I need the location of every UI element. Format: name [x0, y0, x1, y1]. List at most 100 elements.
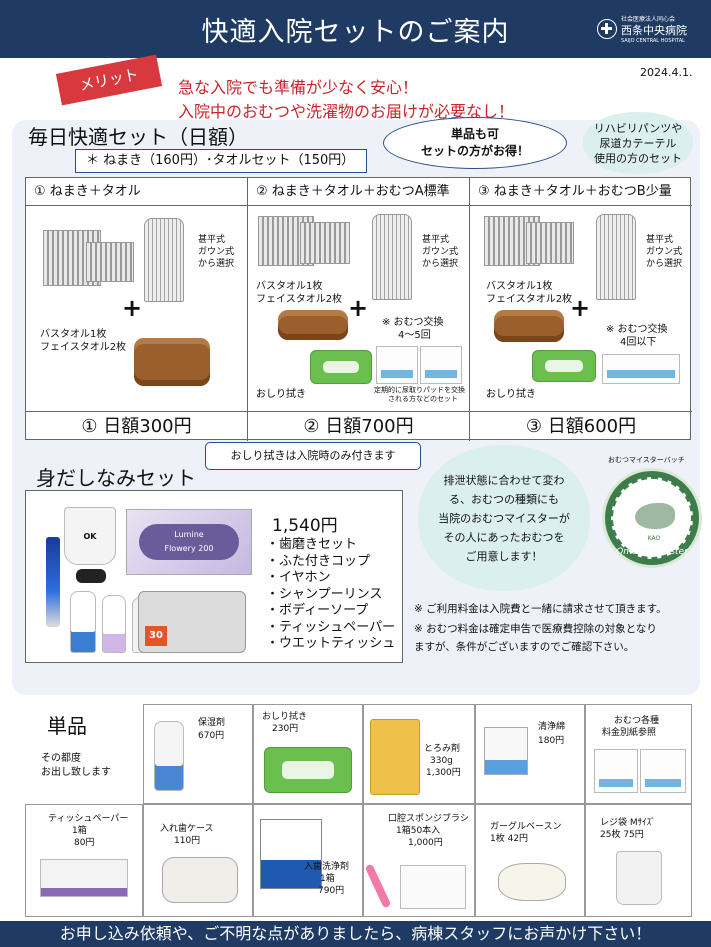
- gown-image: [372, 214, 412, 300]
- gown-label-2: ガウン式: [422, 247, 459, 257]
- item-price-2: 1,000円: [408, 838, 443, 848]
- item-price: 1箱: [320, 874, 335, 884]
- body-soap-image: [102, 595, 126, 653]
- denture-cleaner-image: [260, 819, 322, 889]
- pajama-pants-image: [526, 222, 574, 264]
- item-price: 25枚 75円: [600, 830, 644, 840]
- item-price-2: 790円: [318, 886, 345, 896]
- diaper-label-1: ※ おむつ交換: [382, 317, 444, 328]
- meister-cloud: 排泄状態に合わせて変わ る、おむつの種類にも 当院のおむつマイスターが その人に…: [418, 445, 590, 591]
- basin-image: [498, 863, 566, 901]
- diaper-pack-image: [376, 346, 418, 384]
- merit-line-1: 急な入院でも準備が少なく安心！: [178, 78, 419, 97]
- grooming-price: 1,540円: [272, 516, 338, 536]
- plan-2-price: ② 日額700円: [248, 411, 469, 441]
- item-price-2: 80円: [74, 838, 95, 848]
- plan-2-header: ② ねまき＋タオル＋おむつA標準: [248, 178, 469, 206]
- meister-badge: KAO Omutsu Meister: [602, 468, 702, 568]
- sponge-box-image: [400, 865, 466, 909]
- list-item: ・ボディーソープ: [266, 603, 369, 618]
- towel-image: [278, 310, 348, 340]
- page-title: 快適入院セットのご案内: [201, 17, 510, 48]
- diaper-label-2: 4回以下: [620, 337, 657, 348]
- list-item: ・シャンプーリンス: [266, 586, 383, 602]
- item-price: 180円: [538, 736, 565, 746]
- list-item: ・ティッシュペーパー: [266, 619, 396, 635]
- meister-line: その人にあったおむつを: [443, 531, 565, 544]
- meister-line: る、おむつの種類にも: [449, 493, 559, 506]
- towel-label-1: バスタオル1枚: [40, 329, 107, 340]
- gown-label-1: 甚平式: [198, 235, 226, 245]
- diaper-pack-image: [640, 749, 686, 793]
- towel-image: [494, 310, 564, 342]
- item-cotton: 清浄綿 180円: [475, 704, 585, 804]
- meister-line: 当院のおむつマイスターが: [438, 512, 570, 525]
- grooming-title: 身だしなみセット: [36, 466, 196, 490]
- gown-image: [596, 214, 636, 300]
- single-sub-2: お出し致します: [41, 767, 111, 778]
- plus-sign: +: [348, 294, 369, 322]
- item-name: レジ袋 Mｻｲｽﾞ: [600, 818, 656, 828]
- item-plastic-bag: レジ袋 Mｻｲｽﾞ 25枚 75円: [585, 804, 692, 917]
- tissue-brand: Lumine: [174, 530, 204, 539]
- plan-2: ② ねまき＋タオル＋おむつA標準 甚平式 ガウン式 から選択 バスタオル1枚 フ…: [248, 178, 470, 441]
- plus-sign: +: [570, 294, 591, 322]
- meister-line: 排泄状態に合わせて変わ: [443, 474, 565, 487]
- footer-banner: お申し込み依頼や、ご不明な点がありましたら、病棟スタッフにお声かけ下さい！: [0, 921, 711, 947]
- item-price: 料金別紙参照: [602, 728, 657, 738]
- cloud-line-3: 使用の方のセット: [594, 152, 682, 165]
- wipes-image: [264, 747, 352, 793]
- wet-tissue-image: 30: [138, 591, 246, 653]
- bubble-line-2: セットの方がお得！: [420, 144, 529, 158]
- merit-badge: メリット: [55, 54, 163, 106]
- badge-text: Omutsu Meister: [616, 547, 688, 557]
- meister-badge-label: おむつマイスターバッチ: [608, 456, 685, 464]
- gown-label-3: から選択: [422, 259, 459, 269]
- diaper-pack-image: [420, 346, 462, 384]
- diaper-note-1: 定期的に尿取りパッドを交換: [374, 386, 465, 394]
- badge-inner: KAO: [611, 477, 693, 559]
- rehab-cloud: リハビリパンツや 尿道カテーテル 使用の方のセット: [583, 112, 693, 174]
- item-moisturizer: 保湿剤 670円: [143, 704, 253, 804]
- towel-label-2: フェイスタオル2枚: [256, 294, 343, 305]
- grooming-list: ・歯磨きセット ・ふた付きコップ ・イヤホン ・シャンプーリンス ・ボディーソー…: [266, 537, 395, 653]
- item-wipes: おしり拭き 230円: [253, 704, 363, 804]
- list-item: ・ふた付きコップ: [266, 553, 371, 569]
- merit-line-2: 入院中のおむつや洗濯物のお届けが必要なし！: [178, 102, 515, 121]
- item-price: 1枚 42円: [490, 834, 529, 844]
- discount-bubble: 単品も可 セットの方がお得！: [383, 117, 567, 169]
- item-denture-case: 入れ歯ケース 110円: [143, 804, 253, 917]
- plan-3: ③ ねまき＋タオル＋おむつB少量 甚平式 ガウン式 から選択 バスタオル1枚 フ…: [470, 178, 692, 441]
- plan-1-price: ① 日額300円: [26, 411, 247, 441]
- tissue-count: Flowery 200: [164, 544, 214, 553]
- bubble-line-1: 単品も可: [450, 127, 499, 141]
- fee-note-2: ※ おむつ料金は確定申告で医療費控除の対象となり: [414, 623, 657, 635]
- item-name: 口腔スポンジブラシ: [388, 814, 469, 824]
- logo-org: 社会医療法人同心会: [621, 16, 676, 23]
- shampoo-image: [70, 591, 96, 653]
- item-price: 670円: [198, 731, 225, 741]
- plan-1: ① ねまき＋タオル 甚平式 ガウン式 から選択 + バスタオル1枚 フェイスタオ…: [26, 178, 248, 441]
- logo-name: 西条中央病院: [621, 24, 687, 37]
- fee-note-3: ますが、条件がございますのでご確認下さい。: [414, 641, 635, 653]
- plastic-bag-image: [616, 851, 662, 905]
- diaper-label-1: ※ おむつ交換: [606, 324, 668, 335]
- gown-label-1: 甚平式: [422, 235, 450, 245]
- item-price: 330g: [430, 756, 453, 766]
- list-item: ・ウエットティッシュ: [266, 636, 396, 651]
- gown-label-2: ガウン式: [646, 247, 683, 257]
- plan-3-header: ③ ねまき＋タオル＋おむつB少量: [470, 178, 692, 206]
- thickener-image: [370, 719, 420, 795]
- sponge-brush-image: [364, 863, 392, 909]
- single-title: 単品: [47, 714, 87, 738]
- item-name: 入れ歯ケース: [160, 824, 214, 834]
- item-price: 110円: [174, 836, 201, 846]
- towel-label-1: バスタオル1枚: [256, 281, 323, 292]
- toothbrush-image: [46, 537, 60, 627]
- plan-table: ① ねまき＋タオル 甚平式 ガウン式 から選択 + バスタオル1枚 フェイスタオ…: [25, 177, 692, 441]
- diaper-label-2: 4～5回: [398, 330, 431, 341]
- single-title-cell: 単品 その都度 お出し致します: [25, 704, 143, 804]
- item-price-2: 1,300円: [426, 768, 461, 778]
- item-name: おむつ各種: [614, 716, 660, 726]
